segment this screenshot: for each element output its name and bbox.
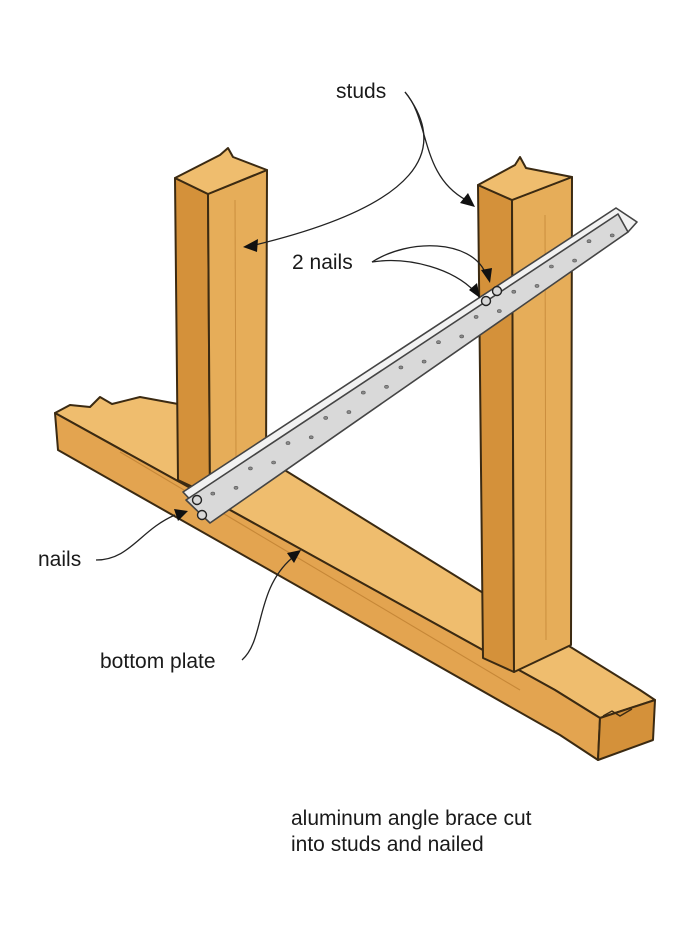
bottom-plate-end-face [597, 699, 656, 761]
bottom-plate-end-cut [602, 708, 633, 717]
brace-hole [285, 441, 291, 445]
brace-hole [271, 460, 276, 465]
arrowhead-nails [174, 509, 188, 521]
brace-hole [360, 390, 366, 395]
leader-bottom-plate [241, 557, 293, 661]
brace-hole [384, 384, 389, 389]
brace-hole [308, 435, 314, 440]
brace-hole [459, 334, 465, 339]
label-studs: studs [336, 80, 386, 103]
brace-hole [346, 410, 352, 414]
brace-hole [248, 466, 253, 471]
arrowhead-two-nails-2 [469, 283, 480, 298]
right-stud-top-face [477, 156, 573, 201]
leader-studs-left [254, 91, 425, 246]
left-stud-side-face [174, 177, 211, 496]
left-stud-top-face [174, 147, 268, 195]
left-stud [174, 147, 268, 496]
label-two-nails: 2 nails [292, 251, 353, 274]
leader-lines [95, 91, 492, 661]
brace-hole [586, 239, 592, 243]
brace-hole [511, 289, 517, 294]
brace-hole [421, 359, 427, 364]
caption-line-2: into studs and nailed [291, 833, 484, 856]
caption-line-1: aluminum angle brace cut [291, 807, 532, 830]
arrowhead-studs-left [243, 239, 258, 252]
left-stud-grain [234, 199, 237, 461]
brace-hole [398, 365, 404, 370]
brace-hole [496, 309, 502, 313]
brace-hole [609, 233, 615, 238]
label-nails: nails [38, 548, 81, 571]
label-bottom-plate: bottom plate [100, 650, 216, 673]
brace-holes [210, 233, 615, 496]
arrowhead-bottom-plate [287, 550, 301, 563]
leader-nails [95, 514, 176, 561]
top-nail-1 [480, 295, 492, 307]
arrowhead-two-nails-1 [481, 268, 492, 283]
top-nail-2 [491, 285, 503, 297]
bottom-nail-2 [196, 509, 208, 521]
brace-hole [534, 284, 540, 288]
angle-brace [182, 207, 638, 524]
leader-studs-right [404, 91, 467, 201]
brace-hole [549, 264, 554, 269]
brace-hole [572, 258, 577, 263]
brace-hole [436, 340, 441, 345]
brace-hole [210, 491, 216, 496]
right-stud [477, 156, 573, 673]
brace-hole [473, 315, 479, 319]
leader-two-nails-1 [371, 245, 486, 273]
brace-hole [323, 416, 329, 420]
arrowhead-studs-right [460, 193, 475, 207]
right-stud-side-face [477, 184, 515, 673]
bottom-nail-1 [191, 494, 203, 506]
caption: aluminum angle brace cut into studs and … [291, 806, 671, 858]
leader-two-nails-2 [371, 259, 475, 292]
brace-hole [233, 485, 239, 490]
